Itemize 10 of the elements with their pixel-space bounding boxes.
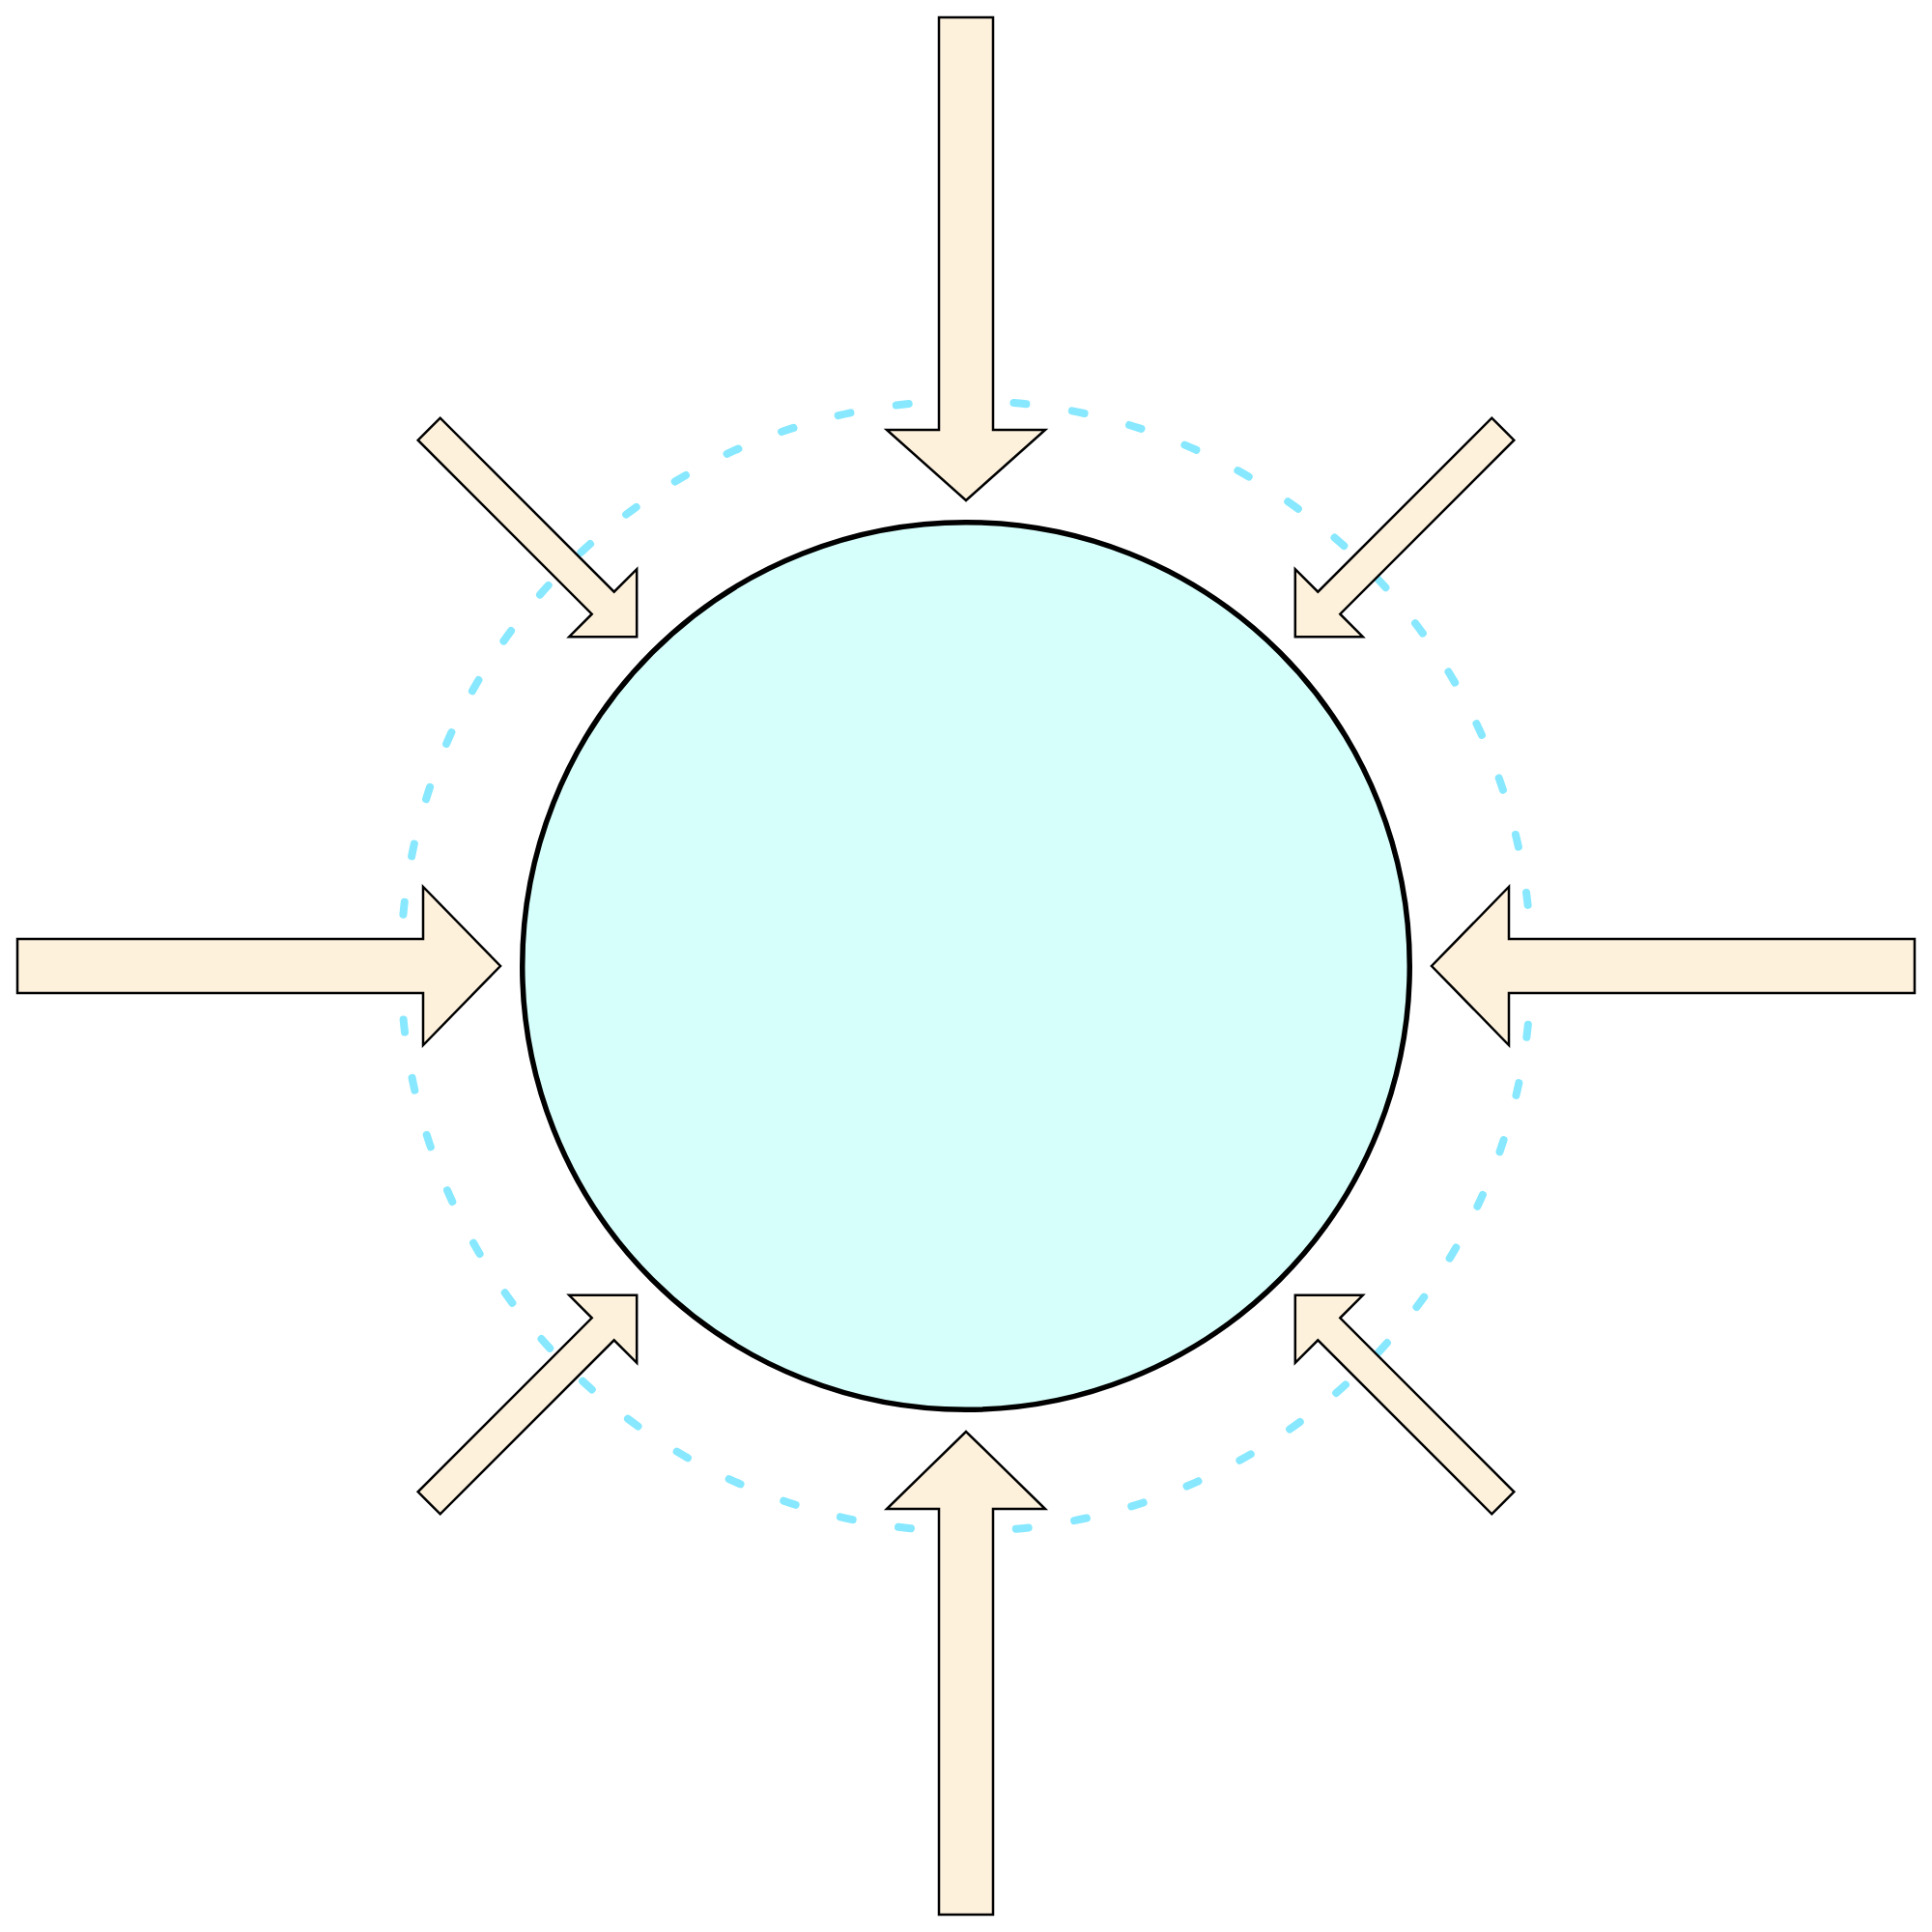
block-arrow: [883, 1430, 1049, 1917]
block-arrow: [1430, 883, 1917, 1049]
center-circle: [520, 520, 1412, 1412]
block-arrow: [415, 1293, 639, 1517]
block-arrow: [1293, 415, 1517, 639]
block-arrow: [415, 415, 639, 639]
dashed-circle: [397, 397, 1535, 1535]
block-arrow: [15, 883, 502, 1049]
block-arrow: [883, 15, 1049, 502]
block-arrow: [1293, 1293, 1517, 1517]
